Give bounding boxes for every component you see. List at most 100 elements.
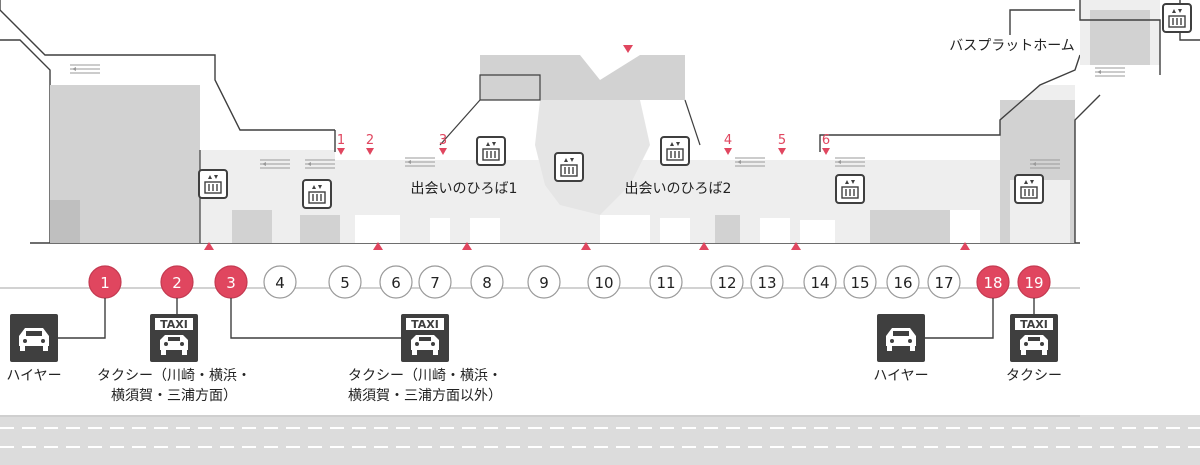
stop-8[interactable]: 8 <box>470 265 504 299</box>
services: ハイヤーTAXIタクシー（川崎・横浜・横須賀・三浦方面）TAXIタクシー（川崎・… <box>6 298 1062 404</box>
gate-arrow <box>366 148 374 155</box>
stop-5[interactable]: 5 <box>328 265 362 299</box>
stop-circle <box>803 265 837 299</box>
stop-14[interactable]: 14 <box>803 265 837 299</box>
connector-line <box>230 298 401 339</box>
gate-1: 1 <box>337 133 345 155</box>
stop-7[interactable]: 7 <box>418 265 452 299</box>
gate-arrow <box>724 148 732 155</box>
stop-circle <box>587 265 621 299</box>
stop-circle <box>649 265 683 299</box>
stop-13[interactable]: 13 <box>750 265 784 299</box>
gate-number: 6 <box>822 133 830 148</box>
service-label: タクシー（川崎・横浜・ <box>97 368 251 384</box>
elevator-icon <box>476 136 506 166</box>
stop-circle <box>886 265 920 299</box>
plaza-label-2: 出会いのひろば2 <box>625 181 732 197</box>
gate-number: 2 <box>366 133 374 148</box>
service-label: タクシー（川崎・横浜・ <box>348 368 502 384</box>
stop-number: 3 <box>226 274 236 292</box>
taxi-icon: TAXI <box>1010 314 1058 362</box>
stop-number: 12 <box>717 274 736 292</box>
taxi-badge-text: TAXI <box>411 318 439 331</box>
service-4[interactable]: ハイヤー <box>873 298 994 384</box>
stop-4[interactable]: 4 <box>263 265 297 299</box>
exit-markers <box>204 45 970 250</box>
gate-number: 1 <box>337 133 345 148</box>
stop-2[interactable]: 2 <box>160 265 194 299</box>
stop-circle <box>263 265 297 299</box>
stop-number: 16 <box>893 274 912 292</box>
stop-number: 18 <box>983 274 1002 292</box>
elevator-icon <box>1162 3 1192 33</box>
service-label: ハイヤー <box>6 368 61 384</box>
plaza-label-1: 出会いのひろば1 <box>411 181 518 197</box>
stop-number: 5 <box>340 274 350 292</box>
gate-arrow <box>337 148 345 155</box>
service-label: 横須賀・三浦方面以外） <box>348 388 502 404</box>
stop-circle <box>470 265 504 299</box>
elevator-icon <box>198 169 228 199</box>
stop-18[interactable]: 18 <box>976 265 1010 299</box>
stop-1[interactable]: 1 <box>88 265 122 299</box>
stop-circle <box>527 265 561 299</box>
bus-platform-label: バスプラットホーム <box>949 38 1075 54</box>
elevator-icon <box>302 179 332 209</box>
service-3[interactable]: TAXI タクシー（川崎・横浜・横須賀・三浦方面以外） <box>230 298 502 404</box>
taxi-icon: TAXI <box>150 314 198 362</box>
gate-2: 2 <box>366 133 374 155</box>
stop-12[interactable]: 12 <box>710 265 744 299</box>
service-1[interactable]: ハイヤー <box>6 298 106 384</box>
stop-number: 13 <box>757 274 776 292</box>
gate-5: 5 <box>778 133 786 155</box>
stop-19[interactable]: 19 <box>1017 265 1051 299</box>
gate-4: 4 <box>724 133 732 155</box>
stop-15[interactable]: 15 <box>843 265 877 299</box>
stop-number: 14 <box>810 274 829 292</box>
service-2[interactable]: TAXI タクシー（川崎・横浜・横須賀・三浦方面） <box>97 298 251 404</box>
gate-number: 5 <box>778 133 786 148</box>
stop-circle <box>710 265 744 299</box>
gate-markers: 1 2 3 4 5 6 <box>337 133 830 155</box>
connector-line <box>58 298 106 339</box>
stop-number: 17 <box>934 274 953 292</box>
stop-circle <box>927 265 961 299</box>
service-label: タクシー <box>1006 368 1062 384</box>
stop-6[interactable]: 6 <box>379 265 413 299</box>
stop-circle <box>328 265 362 299</box>
service-5[interactable]: TAXI タクシー <box>1006 298 1062 384</box>
elevator-icon <box>660 136 690 166</box>
gate-arrow <box>439 148 447 155</box>
stop-number: 8 <box>482 274 492 292</box>
stop-11[interactable]: 11 <box>649 265 683 299</box>
stop-circle <box>843 265 877 299</box>
stop-number: 19 <box>1024 274 1043 292</box>
road <box>0 415 1200 465</box>
stop-17[interactable]: 17 <box>927 265 961 299</box>
taxi-badge-text: TAXI <box>160 318 188 331</box>
car-icon <box>877 314 925 362</box>
gate-3: 3 <box>439 133 447 155</box>
stop-circle <box>750 265 784 299</box>
stop-3[interactable]: 3 <box>214 265 248 299</box>
stop-number: 1 <box>100 274 110 292</box>
stop-9[interactable]: 9 <box>527 265 561 299</box>
gate-arrow <box>778 148 786 155</box>
elevator-icon <box>1014 174 1044 204</box>
stop-16[interactable]: 16 <box>886 265 920 299</box>
elevator-icon <box>835 174 865 204</box>
stop-number: 6 <box>391 274 401 292</box>
stop-number: 7 <box>430 274 440 292</box>
stop-10[interactable]: 10 <box>587 265 621 299</box>
gate-number: 4 <box>724 133 732 148</box>
taxi-icon: TAXI <box>401 314 449 362</box>
stop-number: 4 <box>275 274 285 292</box>
service-label: 横須賀・三浦方面） <box>111 388 237 404</box>
stop-circle <box>418 265 452 299</box>
stop-number: 15 <box>850 274 869 292</box>
gate-number: 3 <box>439 133 447 148</box>
stop-number: 11 <box>656 274 675 292</box>
connector-line <box>925 298 994 339</box>
